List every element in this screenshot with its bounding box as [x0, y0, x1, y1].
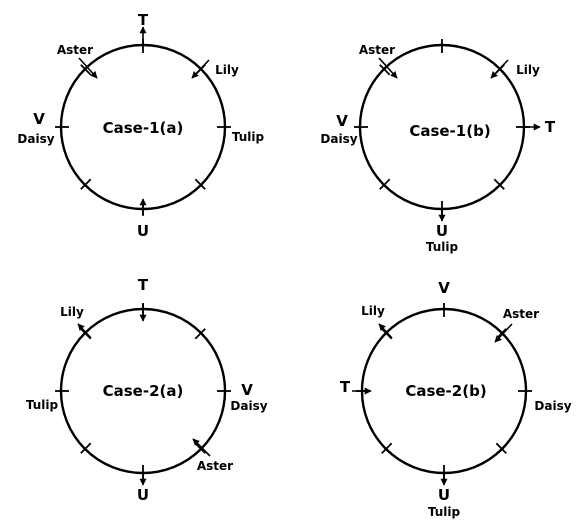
person-label-V: V: [241, 381, 253, 399]
person-label-Aster: Aster: [503, 307, 539, 321]
arrow-facing-out: [378, 323, 393, 339]
person-label-Lily: Lily: [60, 305, 84, 319]
case-2a-panel: Case-2(a) T Lily Tulip V Daisy Aster U: [26, 276, 268, 504]
person-label-Daisy: Daisy: [17, 132, 54, 146]
person-label-V: V: [33, 110, 45, 128]
case-title: Case-1(a): [103, 119, 184, 137]
case-title: Case-2(a): [103, 382, 184, 400]
person-label-T: T: [138, 276, 149, 294]
person-label-T: T: [545, 118, 556, 136]
person-label-Tulip: Tulip: [232, 130, 265, 144]
arrow-facing-in: [191, 59, 210, 79]
person-label-U: U: [438, 486, 450, 504]
person-label-Aster: Aster: [197, 459, 233, 473]
case-title: Case-1(b): [409, 122, 490, 140]
person-label-Daisy: Daisy: [230, 399, 267, 413]
person-label-Daisy: Daisy: [320, 132, 357, 146]
arrow-facing-out: [77, 323, 92, 339]
person-label-V: V: [336, 112, 348, 130]
arrow-facing-in: [494, 323, 513, 343]
person-label-V: V: [438, 279, 450, 297]
person-label-Tulip: Tulip: [428, 505, 461, 519]
arrow-facing-in: [78, 57, 98, 79]
person-label-Tulip: Tulip: [426, 240, 459, 254]
arrow-facing-in: [490, 59, 509, 79]
case-1b-panel: Case-1(b) Aster Lily V Daisy T U Tulip: [320, 39, 556, 254]
person-label-T: T: [340, 378, 351, 396]
person-label-Lily: Lily: [361, 304, 385, 318]
arrow-facing-in: [378, 57, 398, 79]
person-label-Aster: Aster: [57, 43, 93, 57]
person-label-Daisy: Daisy: [534, 399, 571, 413]
case-title: Case-2(b): [405, 382, 486, 400]
person-label-Aster: Aster: [359, 43, 395, 57]
person-label-T: T: [138, 11, 149, 29]
person-label-U: U: [137, 222, 149, 240]
person-label-Tulip: Tulip: [26, 398, 59, 412]
person-label-Lily: Lily: [215, 63, 239, 77]
person-label-Lily: Lily: [516, 63, 540, 77]
case-2b-panel: Case-2(b) V Lily Aster T Daisy U Tulip: [340, 279, 572, 519]
arrow-facing-in: [192, 438, 211, 457]
person-label-U: U: [436, 222, 448, 240]
case-1a-panel: Case-1(a) T Aster Lily V Daisy Tulip U: [17, 11, 264, 240]
person-label-U: U: [137, 486, 149, 504]
